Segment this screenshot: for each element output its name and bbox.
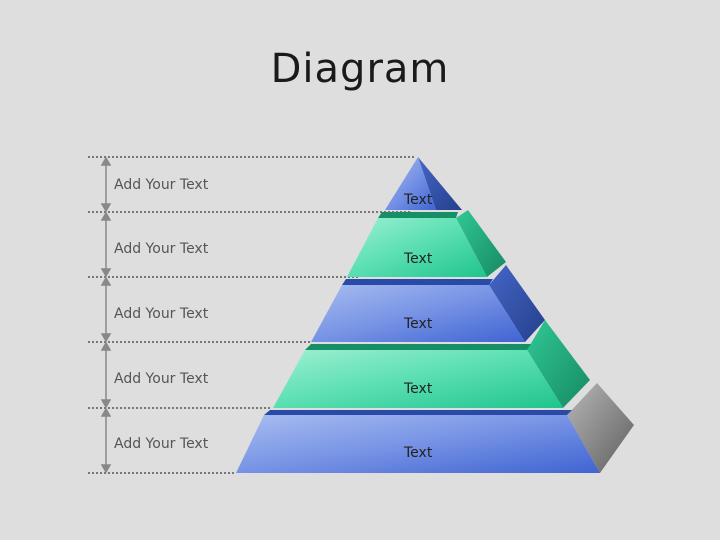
- pyramid-tier-5: [236, 383, 634, 473]
- pyramid: [236, 157, 634, 473]
- tier-label-4: Text: [403, 381, 433, 397]
- arrow-icon: [100, 276, 112, 343]
- side-label-5: Add Your Text: [114, 436, 209, 452]
- tier-labels: Text Text Text Text Text: [403, 192, 433, 461]
- tier-label-2: Text: [403, 251, 433, 267]
- side-label-3: Add Your Text: [114, 306, 209, 322]
- tier-label-3: Text: [403, 316, 433, 332]
- tier-label-1: Text: [403, 192, 433, 208]
- side-label-1: Add Your Text: [114, 177, 209, 193]
- slide-title: Diagram: [270, 46, 450, 92]
- side-labels: Add Your Text Add Your Text Add Your Tex…: [114, 177, 209, 452]
- arrow-icon: [100, 407, 112, 474]
- arrow-icon: [100, 211, 112, 278]
- pyramid-tier-2: [347, 210, 506, 277]
- arrow-icon: [100, 341, 112, 409]
- pyramid-tier-4: [273, 320, 590, 408]
- side-label-2: Add Your Text: [114, 241, 209, 257]
- pyramid-tier-1: [385, 157, 462, 210]
- level-height-arrows: [100, 156, 112, 474]
- arrow-icon: [100, 156, 112, 213]
- level-separators: [88, 156, 416, 474]
- side-label-4: Add Your Text: [114, 371, 209, 387]
- pyramid-tier-3: [311, 265, 545, 342]
- tier-label-5: Text: [403, 445, 433, 461]
